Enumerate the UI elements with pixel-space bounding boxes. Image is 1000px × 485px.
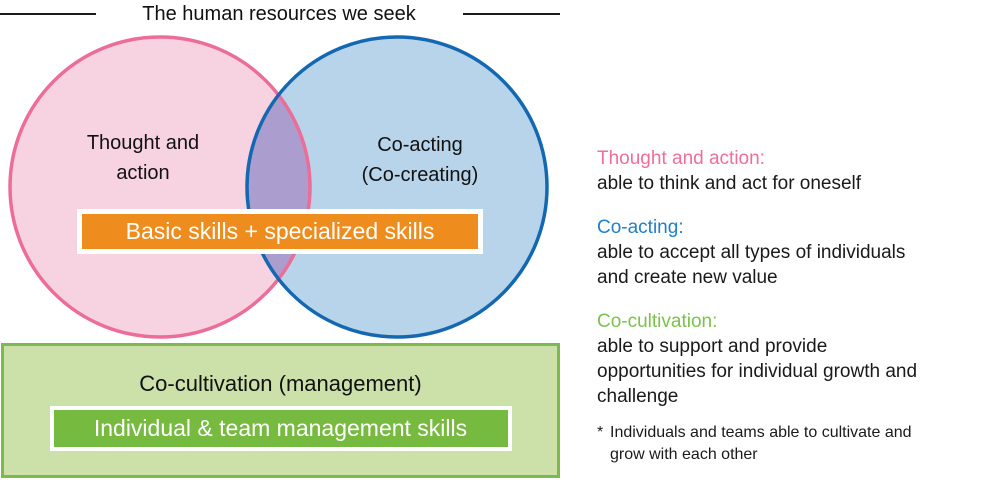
footnote-marker: * — [597, 424, 604, 441]
legend-body-coacting: able to accept all types of individuals … — [597, 242, 906, 288]
legend-heading-coacting: Co-acting: — [597, 217, 684, 238]
cocultivation-box: Co-cultivation (management) Individual &… — [1, 343, 560, 478]
thought-circle-fill — [10, 37, 310, 337]
coacting-circle-label: Co-acting (Co-creating) — [361, 134, 479, 186]
footnote-text: Individuals and teams able to cultivate … — [610, 424, 912, 463]
title-rule-left — [0, 13, 96, 15]
basic-skills-banner: Basic skills + specialized skills — [77, 209, 483, 254]
legend-body-thought: able to think and act for oneself — [597, 173, 862, 194]
legend-section-cocultivation: Co-cultivation: able to support and prov… — [597, 309, 927, 409]
cocultivation-title: Co-cultivation (management) — [139, 370, 422, 396]
legend: Thought and action: able to think and ac… — [597, 146, 927, 466]
footnote: * Individuals and teams able to cultivat… — [597, 422, 927, 466]
thought-circle-outline — [8, 35, 312, 339]
legend-heading-thought: Thought and action: — [597, 148, 765, 169]
title-rule-right — [463, 13, 560, 15]
thought-circle-label: Thought and action — [86, 132, 200, 184]
page-title: The human resources we seek — [142, 3, 416, 25]
coacting-circle-outline — [245, 35, 549, 339]
venn-diagram — [8, 35, 549, 339]
legend-body-cocultivation: able to support and provide opportunitie… — [597, 336, 918, 407]
legend-heading-cocultivation: Co-cultivation: — [597, 311, 718, 332]
coacting-circle-fill — [247, 37, 547, 337]
management-skills-banner: Individual & team management skills — [49, 405, 512, 451]
legend-section-thought: Thought and action: able to think and ac… — [597, 146, 927, 196]
legend-section-coacting: Co-acting: able to accept all types of i… — [597, 215, 927, 290]
